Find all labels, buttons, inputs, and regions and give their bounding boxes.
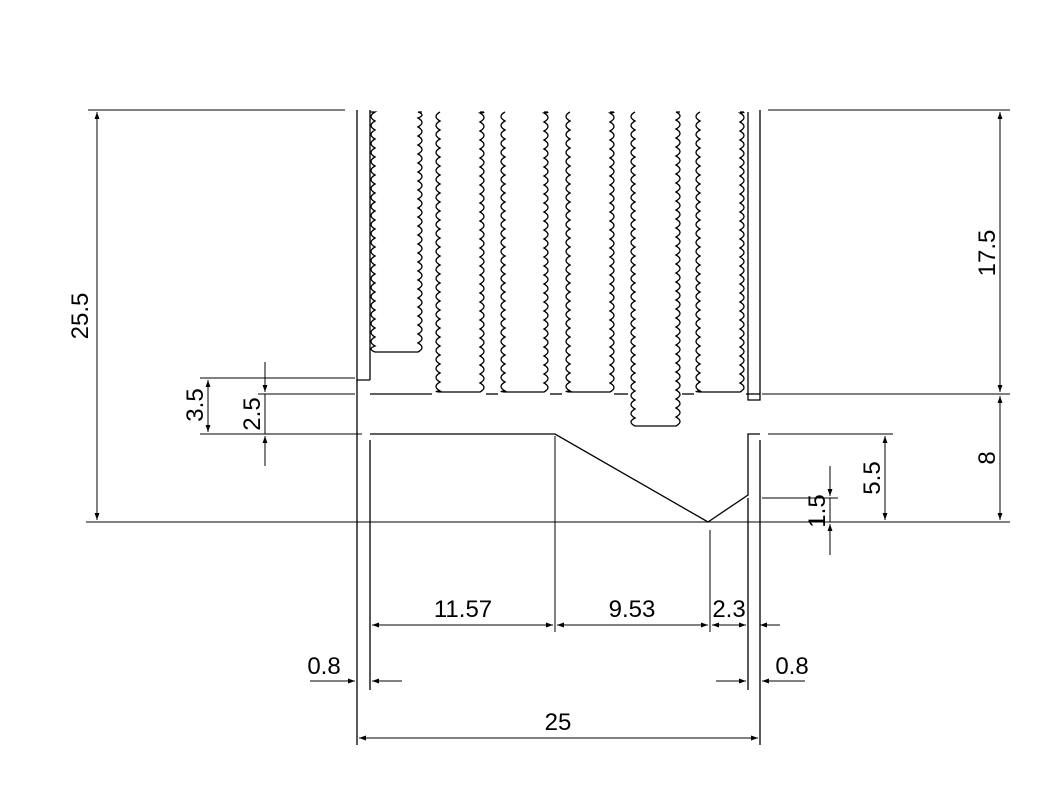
label-right-wall: 0.8 xyxy=(775,653,808,680)
label-overall-width: 25 xyxy=(545,709,572,736)
label-notch-depth: 1.5 xyxy=(804,494,831,527)
left-outer-wall xyxy=(356,110,370,381)
label-slope-width: 9.53 xyxy=(609,596,656,623)
label-groove-depth: 5.5 xyxy=(859,461,886,494)
label-flat-width: 11.57 xyxy=(434,596,492,623)
right-outer-wall xyxy=(747,110,761,401)
label-step-height: 2.5 xyxy=(239,397,266,430)
dimension-labels: 25.5 17.5 8 3.5 2.5 5.5 1.5 11.57 9.53 2… xyxy=(67,230,1001,736)
heatsink-profile xyxy=(356,110,761,745)
label-overall-height: 25.5 xyxy=(67,293,94,340)
extension-lines xyxy=(86,109,1010,632)
fin-channel-outline xyxy=(370,111,745,427)
dimension-lines xyxy=(94,112,1003,741)
fins-group xyxy=(369,111,760,427)
base-groove xyxy=(370,433,760,523)
label-fin-height: 17.5 xyxy=(974,230,1001,277)
label-left-wall: 0.8 xyxy=(307,653,340,680)
label-slot-depth: 3.5 xyxy=(182,388,209,421)
label-base-height: 8 xyxy=(974,451,1001,464)
label-notch-width: 2.3 xyxy=(712,596,745,623)
